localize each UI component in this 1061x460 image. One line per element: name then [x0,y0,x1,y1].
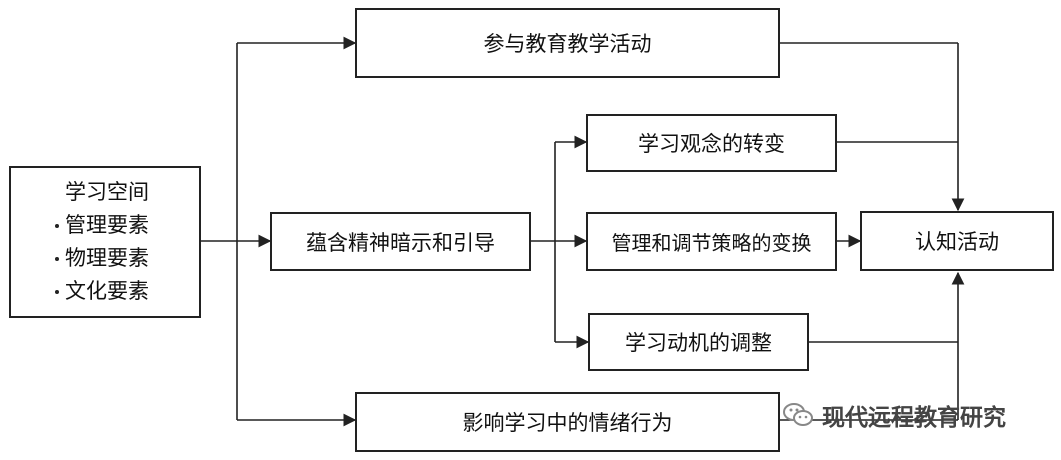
wechat-icon [783,403,813,426]
bottom-box: 影响学习中的情绪行为 [355,392,780,452]
middle-box: 蕴含精神暗示和引导 [270,212,531,271]
bullet-dot [55,256,59,261]
watermark: 现代远程教育研究 [782,398,1006,432]
bullet-dot [55,289,59,294]
source-title: 学习空间 [65,180,149,204]
source-item-management: 管理要素 [55,209,149,242]
branch-box-3: 学习动机的调整 [588,313,809,371]
bullet-dot [55,223,59,228]
watermark-text: 现代远程教育研究 [822,405,1006,431]
source-box: 学习空间 管理要素 物理要素 文化要素 [9,166,201,318]
source-item-culture: 文化要素 [55,275,149,308]
source-item-physical: 物理要素 [55,242,149,275]
target-box: 认知活动 [860,211,1054,271]
top-box: 参与教育教学活动 [355,8,780,78]
branch-box-1: 学习观念的转变 [586,114,837,172]
branch-box-2: 管理和调节策略的变换 [586,212,837,271]
